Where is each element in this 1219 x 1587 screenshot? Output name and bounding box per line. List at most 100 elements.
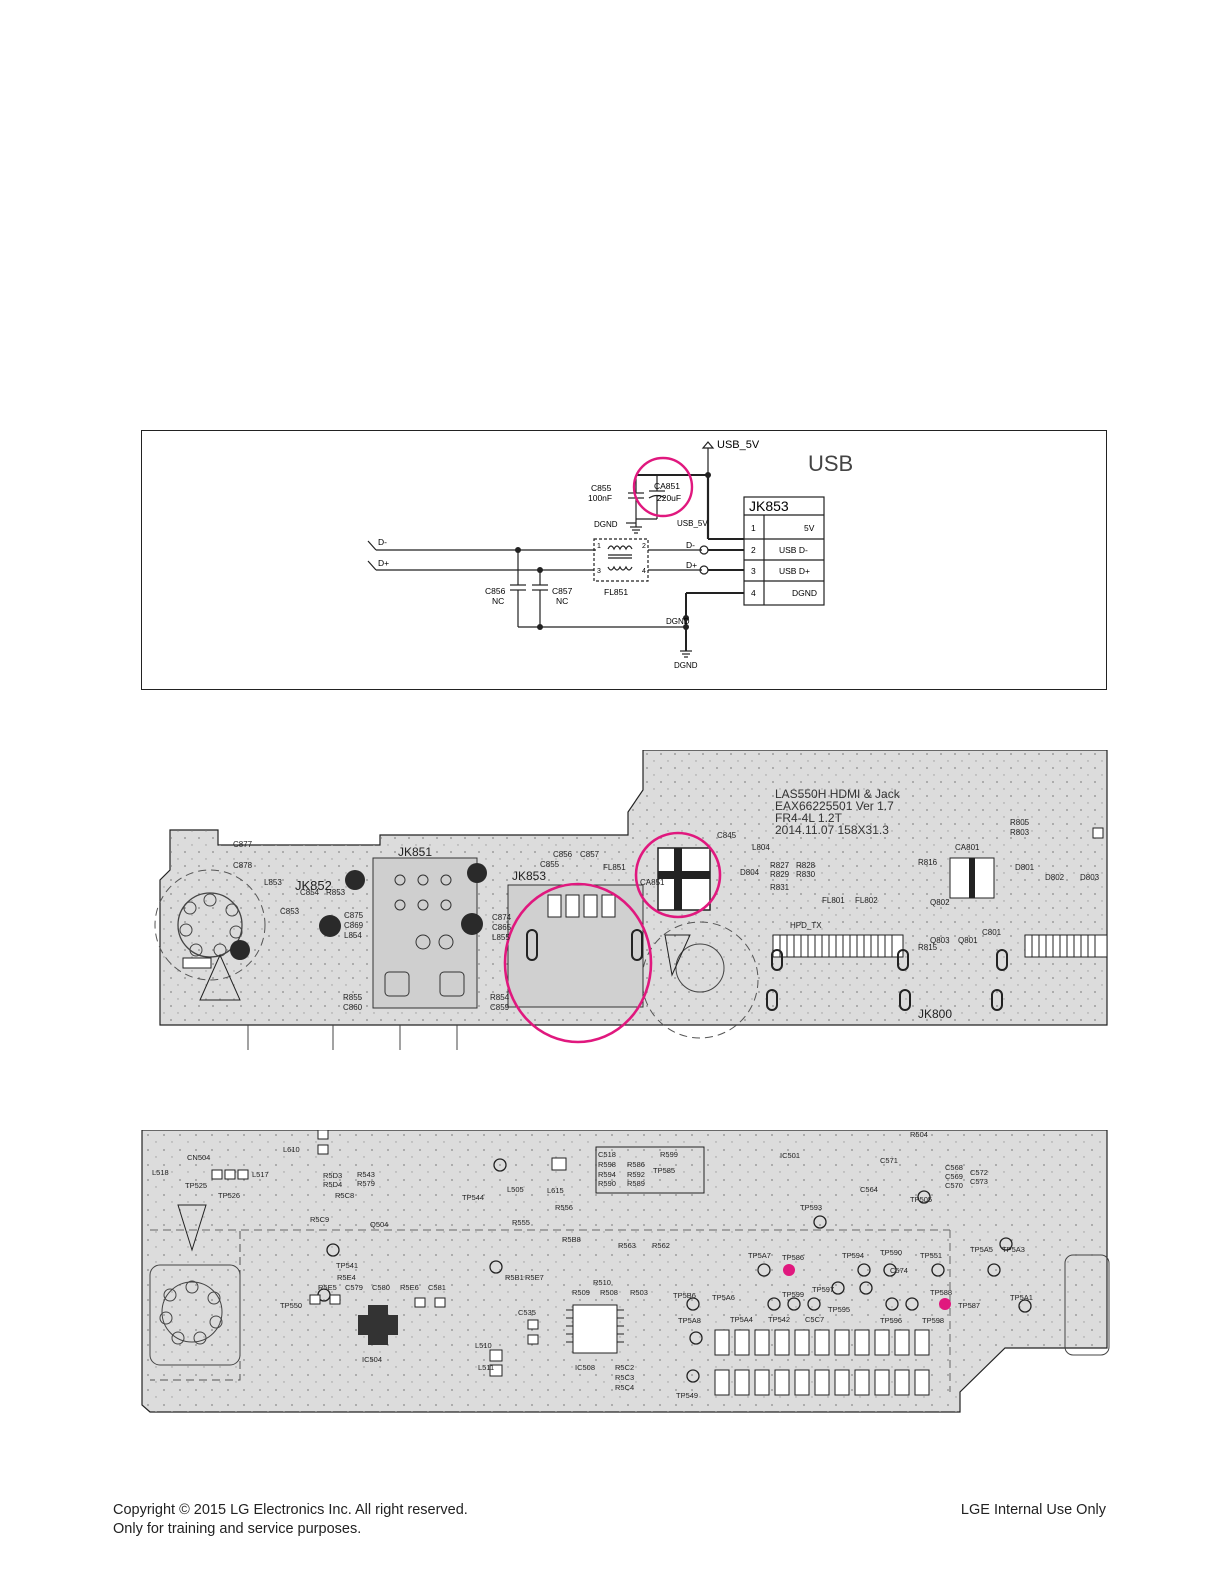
label-r5c2: R5C2 <box>615 1363 634 1372</box>
label-c878: C878 <box>233 861 253 870</box>
label-tp526: TP526 <box>218 1191 240 1200</box>
label-r854: R854 <box>490 993 510 1002</box>
connector-pin-1-name: 5V <box>804 523 815 533</box>
label-l511: L511 <box>478 1363 494 1372</box>
label-r579: R579 <box>357 1179 375 1188</box>
label-d804: D804 <box>740 868 760 877</box>
label-ic501: IC501 <box>780 1151 800 1160</box>
label-c874: C874 <box>492 913 512 922</box>
label-r503: R503 <box>630 1288 648 1297</box>
label-l610: L610 <box>283 1145 300 1154</box>
pcb-top-layout: LAS550H HDMI & Jack EAX66225501 Ver 1.7 … <box>154 750 1108 1050</box>
label-q803: Q803 <box>930 936 950 945</box>
label-tp593: TP593 <box>800 1203 822 1212</box>
label-fl851: FL851 <box>603 863 626 872</box>
label-tp585: TP585 <box>653 1166 675 1175</box>
label-r508: R508 <box>600 1288 618 1297</box>
label-c865: C865 <box>492 923 512 932</box>
label-r599: R599 <box>660 1150 678 1159</box>
label-c869: C869 <box>344 921 364 930</box>
label-r5d3: R5D3 <box>323 1171 342 1180</box>
connector-pin-1-num: 1 <box>751 523 756 533</box>
label-r592: R592 <box>627 1170 645 1179</box>
usb-5v-pin-label: USB_5V <box>677 519 708 528</box>
label-tp550: TP550 <box>280 1301 302 1310</box>
dgnd-node-label: DGND <box>666 617 690 626</box>
label-r805: R805 <box>1010 818 1030 827</box>
label-r590: R590 <box>598 1179 616 1188</box>
purpose-text: Only for training and service purposes. <box>113 1521 362 1537</box>
label-r5b1: R5B1 <box>505 1273 524 1282</box>
label-d803: D803 <box>1080 873 1100 882</box>
label-q802: Q802 <box>930 898 950 907</box>
label-c854: C854 <box>300 888 320 897</box>
dgnd-bottom-label: DGND <box>674 661 698 670</box>
connector-pin-3-name: USB D+ <box>779 566 810 576</box>
label-r586: R586 <box>627 1160 645 1169</box>
label-l615: L615 <box>547 1186 564 1195</box>
label-r598: R598 <box>598 1160 616 1169</box>
label-jk852: JK852 <box>295 878 332 893</box>
label-l517: L517 <box>252 1170 269 1179</box>
label-tp5a4: TP5A4 <box>730 1315 753 1324</box>
fl851-pin4: 4 <box>642 568 646 575</box>
label-l853: L853 <box>264 878 282 887</box>
connector-pin-4-num: 4 <box>751 588 756 598</box>
label-c857: C857 <box>580 850 600 859</box>
label-tp5a8: TP5A8 <box>678 1316 701 1325</box>
schematic-title: USB <box>808 451 853 476</box>
label-tp525: TP525 <box>185 1181 207 1190</box>
c856-value: NC <box>492 596 504 606</box>
label-tp596: TP596 <box>880 1316 902 1325</box>
label-r509: R509 <box>572 1288 590 1297</box>
label-r5e7: R5E7 <box>525 1273 544 1282</box>
label-l804: L804 <box>752 843 770 852</box>
label-c875: C875 <box>344 911 364 920</box>
label-cn504: CN504 <box>187 1153 210 1162</box>
fl851-pin3: 3 <box>597 568 601 575</box>
board-text-1: LAS550H HDMI & Jack <box>775 787 901 801</box>
d-plus-node-label: D+ <box>686 560 697 570</box>
copyright-text: Copyright © 2015 LG Electronics Inc. All… <box>113 1502 468 1518</box>
label-tp594: TP594 <box>842 1251 864 1260</box>
label-c853: C853 <box>280 907 300 916</box>
label-tp544: TP544 <box>462 1193 484 1202</box>
board-text-2: EAX66225501 Ver 1.7 <box>775 799 894 813</box>
label-d802: D802 <box>1045 873 1065 882</box>
tp586-highlight <box>783 1264 795 1276</box>
label-r855: R855 <box>343 993 363 1002</box>
label-r594: R594 <box>598 1170 616 1179</box>
label-tp590: TP590 <box>880 1248 902 1257</box>
connector-pin-3-num: 3 <box>751 566 756 576</box>
label-l518: L518 <box>152 1168 169 1177</box>
label-r5d4: R5D4 <box>323 1180 342 1189</box>
label-c570: C570 <box>945 1181 963 1190</box>
label-hpd-tx: HPD_TX <box>790 921 822 930</box>
d-minus-input-label: D- <box>378 537 387 547</box>
label-r5c9: R5C9 <box>310 1215 329 1224</box>
label-q504: Q504 <box>370 1220 388 1229</box>
label-r556: R556 <box>555 1203 573 1212</box>
label-r504: R504 <box>910 1130 928 1139</box>
label-d801: D801 <box>1015 863 1035 872</box>
label-c568: C568 <box>945 1163 963 1172</box>
tp588-highlight <box>939 1298 951 1310</box>
label-c564: C564 <box>860 1185 878 1194</box>
d-plus-input-label: D+ <box>378 558 389 568</box>
usb-schematic: USB_5V USB C855 100nF CA851 220uF DGND U… <box>367 439 853 670</box>
label-tp5a6: TP5A6 <box>712 1293 735 1302</box>
label-tp5a5: TP5A5 <box>970 1245 993 1254</box>
label-r555: R555 <box>512 1218 530 1227</box>
label-c859: C859 <box>490 1003 510 1012</box>
label-tp505: TP505 <box>910 1195 932 1204</box>
d-minus-node-label: D- <box>686 540 695 550</box>
ca851-ref: CA851 <box>654 481 680 491</box>
label-c573: C573 <box>970 1177 988 1186</box>
label-c5c7: C5C7 <box>805 1315 824 1324</box>
label-tp597: TP597 <box>812 1285 834 1294</box>
ca851-highlight-circle <box>632 456 694 518</box>
label-r562: R562 <box>652 1241 670 1250</box>
label-c574: C574 <box>890 1266 908 1275</box>
label-r5c3: R5C3 <box>615 1373 634 1382</box>
label-fl801: FL801 <box>822 896 845 905</box>
